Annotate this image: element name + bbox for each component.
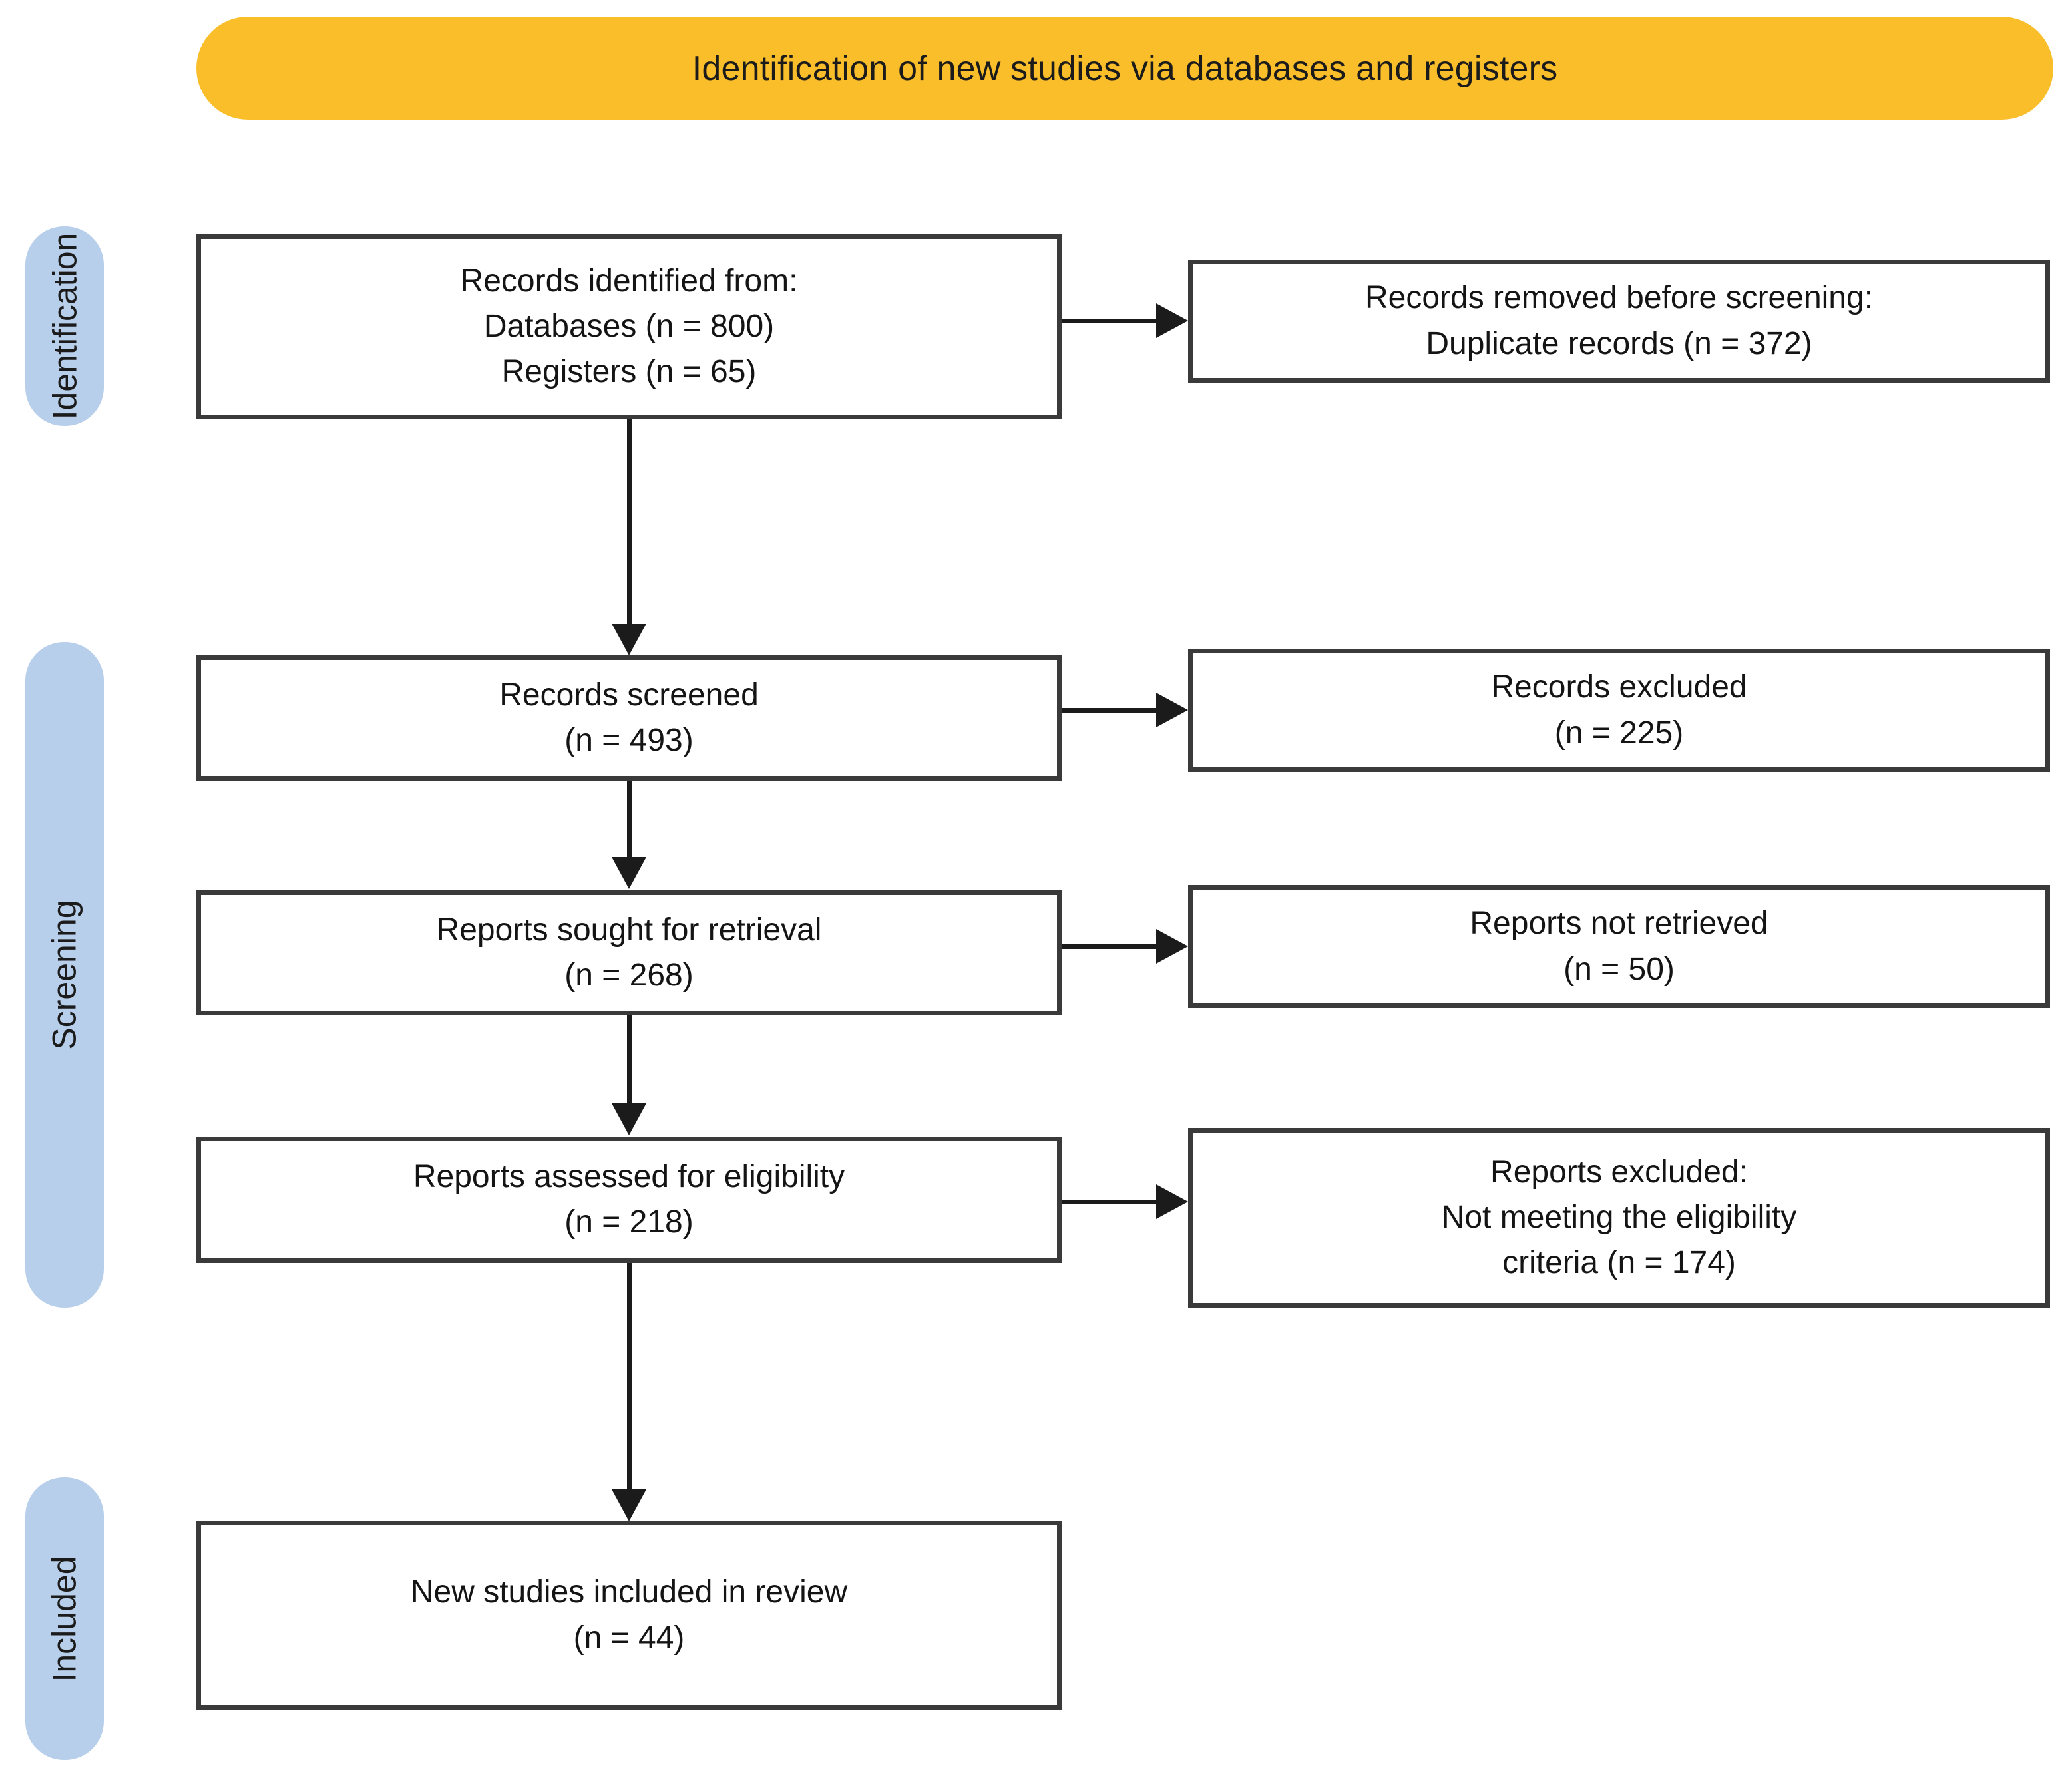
box-line: (n = 493) [564, 723, 694, 758]
box-reports-not-retrieved: Reports not retrieved (n = 50) [1188, 885, 2050, 1008]
box-reports-excluded: Reports excluded: Not meeting the eligib… [1188, 1128, 2050, 1308]
box-records-excluded: Records excluded (n = 225) [1188, 649, 2050, 772]
box-line: Reports sought for retrieval [436, 912, 822, 948]
box-line: criteria (n = 174) [1502, 1245, 1736, 1281]
box-reports-assessed-for-eligibility: Reports assessed for eligibility (n = 21… [196, 1137, 1062, 1263]
box-reports-sought-for-retrieval: Reports sought for retrieval (n = 268) [196, 890, 1062, 1015]
box-line: (n = 50) [1563, 951, 1675, 987]
box-records-removed-before-screening: Records removed before screening: Duplic… [1188, 260, 2050, 383]
box-line: Databases (n = 800) [483, 308, 775, 344]
connector-screened-to-records-excluded [1062, 708, 1158, 713]
box-line: (n = 225) [1554, 715, 1684, 751]
stage-label-included: Included [46, 1555, 84, 1682]
box-line: Registers (n = 65) [501, 354, 757, 390]
stage-label-screening: Screening [46, 900, 83, 1050]
arrow-right-icon [1156, 303, 1188, 338]
connector-assessed-to-included [627, 1263, 632, 1493]
connector-sought-to-not-retrieved [1062, 944, 1158, 949]
connector-assessed-to-reports-excluded [1062, 1200, 1158, 1204]
box-line: Reports assessed for eligibility [413, 1159, 845, 1194]
box-line: Records removed before screening: [1364, 280, 1874, 316]
stage-label-identification: Identification [46, 232, 83, 420]
stage-pill-screening: Screening [25, 642, 104, 1308]
arrow-right-icon [1156, 693, 1188, 727]
box-line: (n = 268) [564, 958, 694, 993]
stage-pill-included: Included [25, 1477, 104, 1760]
box-records-screened: Records screened (n = 493) [196, 655, 1062, 781]
diagram-title: Identification of new studies via databa… [692, 49, 1558, 88]
box-line: (n = 218) [564, 1204, 694, 1240]
box-line: New studies included in review [410, 1574, 848, 1610]
arrow-down-icon [612, 857, 646, 889]
box-line: Reports excluded: [1490, 1154, 1748, 1190]
arrow-right-icon [1156, 1184, 1188, 1219]
arrow-right-icon [1156, 929, 1188, 964]
arrow-down-icon [612, 624, 646, 655]
box-records-identified: Records identified from: Databases (n = … [196, 234, 1062, 419]
connector-screened-to-sought [627, 781, 632, 859]
box-line: Duplicate records (n = 372) [1426, 325, 1812, 361]
arrow-down-icon [612, 1103, 646, 1135]
connector-identified-to-screened [627, 419, 632, 627]
box-line: Records identified from: [460, 263, 798, 299]
arrow-down-icon [612, 1489, 646, 1521]
diagram-header-banner: Identification of new studies via databa… [196, 17, 2053, 120]
box-line: Records screened [499, 677, 759, 713]
box-line: Records excluded [1491, 669, 1747, 705]
connector-sought-to-assessed [627, 1015, 632, 1105]
box-line: Reports not retrieved [1470, 906, 1768, 942]
box-line: Not meeting the eligibility [1441, 1199, 1797, 1235]
box-new-studies-included-in-review: New studies included in review (n = 44) [196, 1521, 1062, 1710]
box-line: (n = 44) [573, 1620, 685, 1656]
connector-identified-to-removed [1062, 319, 1158, 323]
stage-pill-identification: Identification [25, 226, 104, 426]
